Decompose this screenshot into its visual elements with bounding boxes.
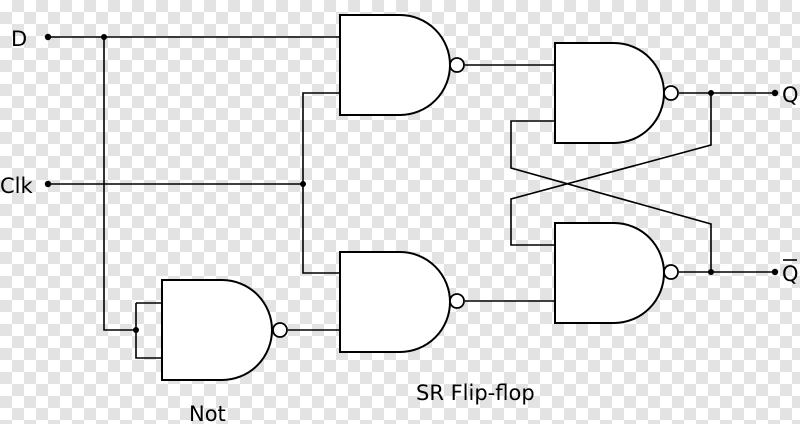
sr-nand-gate-top xyxy=(554,42,679,144)
junction xyxy=(300,181,306,187)
wire-q-feedback xyxy=(510,93,712,246)
junction xyxy=(101,34,107,40)
label-clk: Clk xyxy=(0,174,33,198)
junction xyxy=(708,269,714,275)
nand-gate-top xyxy=(339,14,465,116)
junction xyxy=(708,90,714,96)
label-not: Not xyxy=(189,402,226,424)
label-d: D xyxy=(11,27,27,51)
nand-gate-bottom xyxy=(339,251,465,353)
inversion-bubble xyxy=(449,57,465,73)
label-sr-flip-flop: SR Flip-flop xyxy=(416,381,535,405)
inversion-bubble xyxy=(272,322,288,338)
wire-qbar-feedback xyxy=(510,120,712,272)
inversion-bubble xyxy=(663,264,679,280)
wire-not-inputs xyxy=(135,302,162,359)
terminal-q xyxy=(771,89,779,97)
inversion-bubble xyxy=(663,85,679,101)
label-q-bar: Q xyxy=(782,262,799,286)
sr-nand-gate-bottom xyxy=(554,222,679,324)
wire-clk-to-nand1 xyxy=(302,92,340,184)
input-wires xyxy=(48,36,340,359)
junction-dots xyxy=(44,33,779,333)
wire-d-to-not xyxy=(103,37,136,331)
wire-clk-to-nand2 xyxy=(302,184,340,274)
sr-wires xyxy=(465,64,772,302)
label-q: Q xyxy=(782,83,799,107)
not-gate xyxy=(161,279,288,381)
inversion-bubble xyxy=(449,293,465,309)
terminal-d xyxy=(44,33,52,41)
terminal-clk xyxy=(44,180,52,188)
junction xyxy=(133,327,139,333)
terminal-qbar xyxy=(771,268,779,276)
